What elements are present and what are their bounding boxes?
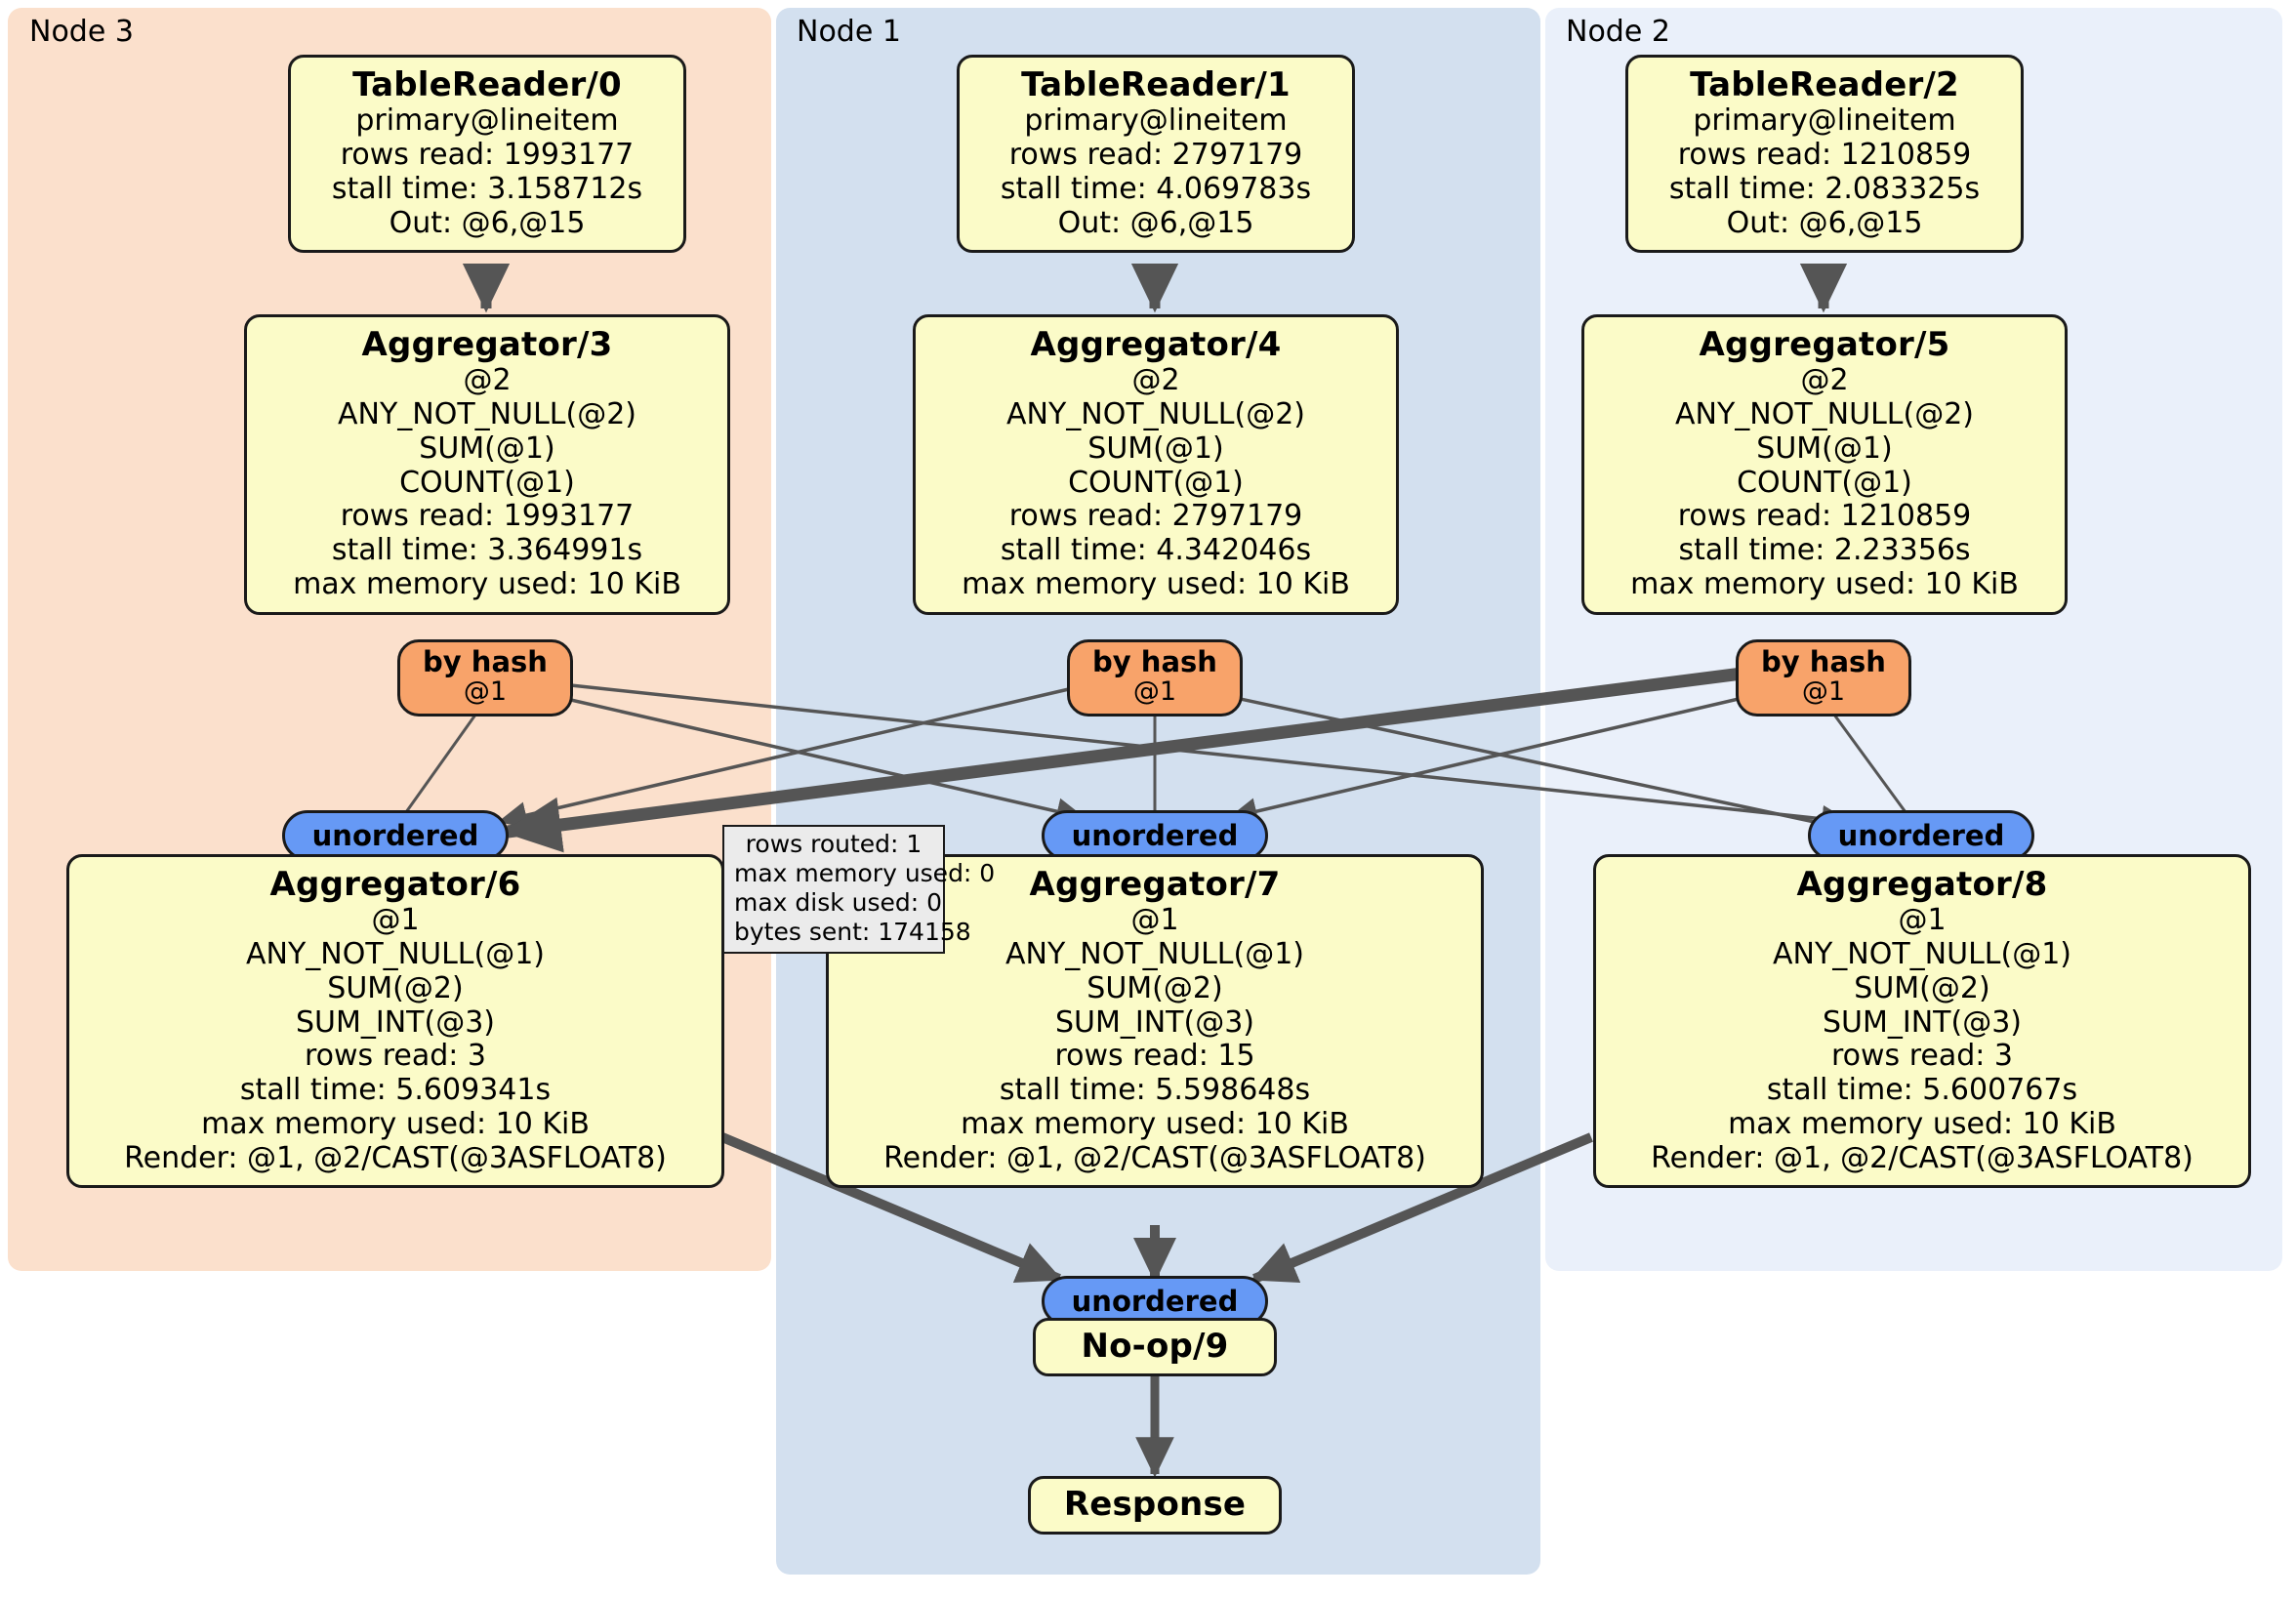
processor-detail-line: SUM_INT(@3): [1055, 1004, 1254, 1040]
processor-detail-line: rows read: 1210859: [1677, 137, 1972, 172]
processor-title: Aggregator/7: [1029, 865, 1281, 904]
processor-detail-line: rows read: 1993177: [340, 499, 635, 534]
processor-noop-9[interactable]: No-op/9: [1033, 1318, 1277, 1377]
processor-detail-line: stall time: 5.600767s: [1766, 1073, 2078, 1108]
processor-detail-line: SUM(@1): [1087, 430, 1224, 466]
processor-detail-line: max memory used: 10 KiB: [1728, 1106, 2116, 1141]
processor-detail-line: SUM_INT(@3): [1823, 1004, 2022, 1040]
processor-aggregator-8[interactable]: Aggregator/8 @1 ANY_NOT_NULL(@1) SUM(@2)…: [1593, 854, 2251, 1189]
processor-detail-line: @2: [463, 363, 512, 398]
processor-detail-line: rows read: 2797179: [1008, 137, 1303, 172]
processor-detail-line: @2: [1131, 363, 1180, 398]
processor-detail-line: max memory used: 10 KiB: [1630, 566, 2019, 601]
processor-detail-line: SUM(@1): [1756, 430, 1893, 466]
processor-detail-line: stall time: 2.23356s: [1678, 533, 1971, 568]
processor-detail-line: stall time: 5.598648s: [999, 1073, 1311, 1108]
processor-aggregator-3[interactable]: Aggregator/3 @2 ANY_NOT_NULL(@2) SUM(@1)…: [244, 314, 730, 615]
processor-detail-line: SUM_INT(@3): [296, 1004, 495, 1040]
processor-detail-line: stall time: 3.158712s: [331, 171, 643, 206]
cluster-label-node-3: Node 3: [29, 15, 134, 49]
processor-detail-line: Render: @1, @2/CAST(@3ASFLOAT8): [883, 1140, 1426, 1175]
router-detail: @1: [1801, 676, 1846, 708]
processor-title: Aggregator/6: [269, 865, 521, 904]
processor-detail-line: ANY_NOT_NULL(@1): [1005, 936, 1304, 971]
processor-detail-line: Out: @6,@15: [1057, 205, 1254, 240]
processor-detail-line: rows read: 1210859: [1677, 499, 1972, 534]
processor-detail-line: stall time: 4.342046s: [1000, 533, 1312, 568]
sync-unordered-node-2[interactable]: unordered: [1808, 810, 2034, 861]
processor-detail-line: stall time: 5.609341s: [239, 1073, 552, 1108]
stat-line: bytes sent: 174158: [734, 918, 971, 946]
processor-title: Aggregator/8: [1796, 865, 2048, 904]
processor-title: Aggregator/4: [1030, 325, 1282, 364]
cluster-label-node-2: Node 2: [1566, 15, 1670, 49]
processor-detail-line: SUM(@2): [1854, 970, 1990, 1005]
cluster-label-node-1: Node 1: [797, 15, 901, 49]
processor-detail-line: SUM(@1): [419, 430, 555, 466]
processor-detail-line: @1: [1130, 903, 1179, 938]
stat-line: max memory used: 0: [734, 859, 996, 887]
processor-detail-line: ANY_NOT_NULL(@2): [1006, 396, 1305, 431]
processor-detail-line: stall time: 2.083325s: [1668, 171, 1981, 206]
processor-title: No-op/9: [1081, 1327, 1229, 1366]
router-by-hash-node-3[interactable]: by hash @1: [397, 639, 573, 717]
processor-tablereader-2[interactable]: TableReader/2 primary@lineitem rows read…: [1625, 55, 2024, 254]
stat-line: max disk used: 0: [734, 888, 943, 917]
processor-aggregator-5[interactable]: Aggregator/5 @2 ANY_NOT_NULL(@2) SUM(@1)…: [1581, 314, 2068, 615]
processor-aggregator-4[interactable]: Aggregator/4 @2 ANY_NOT_NULL(@2) SUM(@1)…: [913, 314, 1399, 615]
processor-title: TableReader/1: [1021, 65, 1291, 104]
router-by-hash-node-1[interactable]: by hash @1: [1067, 639, 1243, 717]
processor-detail-line: @1: [371, 903, 420, 938]
processor-detail-line: Out: @6,@15: [389, 205, 586, 240]
processor-detail-line: Render: @1, @2/CAST(@3ASFLOAT8): [124, 1140, 667, 1175]
processor-detail-line: @1: [1898, 903, 1947, 938]
processor-detail-line: max memory used: 10 KiB: [962, 566, 1350, 601]
processor-detail-line: rows read: 3: [304, 1039, 487, 1074]
processor-aggregator-7[interactable]: Aggregator/7 @1 ANY_NOT_NULL(@1) SUM(@2)…: [826, 854, 1484, 1189]
processor-detail-line: Out: @6,@15: [1726, 205, 1923, 240]
processor-detail-line: ANY_NOT_NULL(@1): [1773, 936, 2071, 971]
router-by-hash-node-2[interactable]: by hash @1: [1736, 639, 1911, 717]
processor-detail-line: COUNT(@1): [399, 465, 575, 500]
processor-detail-line: ANY_NOT_NULL(@2): [1675, 396, 1974, 431]
processor-detail-line: primary@lineitem: [355, 103, 619, 139]
processor-detail-line: COUNT(@1): [1737, 465, 1912, 500]
processor-detail-line: max memory used: 10 KiB: [961, 1106, 1349, 1141]
processor-response[interactable]: Response: [1028, 1476, 1282, 1536]
processor-title: TableReader/0: [352, 65, 622, 104]
processor-detail-line: rows read: 1993177: [340, 137, 635, 172]
processor-detail-line: @2: [1800, 363, 1849, 398]
processor-detail-line: ANY_NOT_NULL(@2): [338, 396, 636, 431]
processor-title: TableReader/2: [1690, 65, 1959, 104]
processor-detail-line: max memory used: 10 KiB: [201, 1106, 590, 1141]
router-detail: @1: [463, 676, 508, 708]
processor-title: Aggregator/3: [361, 325, 613, 364]
processor-detail-line: max memory used: 10 KiB: [293, 566, 681, 601]
processor-detail-line: rows read: 15: [1054, 1039, 1255, 1074]
sync-unordered-node-1[interactable]: unordered: [1042, 810, 1268, 861]
router-title: by hash: [423, 645, 548, 678]
processor-aggregator-6[interactable]: Aggregator/6 @1 ANY_NOT_NULL(@1) SUM(@2)…: [66, 854, 724, 1189]
edge-stats-tooltip: rows routed: 1 max memory used: 0 max di…: [722, 825, 996, 954]
processor-detail-line: stall time: 3.364991s: [331, 533, 643, 568]
processor-tablereader-1[interactable]: TableReader/1 primary@lineitem rows read…: [957, 55, 1355, 254]
processor-detail-line: primary@lineitem: [1693, 103, 1956, 139]
processor-detail-line: primary@lineitem: [1024, 103, 1288, 139]
processor-detail-line: SUM(@2): [1086, 970, 1223, 1005]
stat-line: rows routed: 1: [745, 830, 922, 858]
processor-detail-line: rows read: 3: [1830, 1039, 2014, 1074]
processor-detail-line: rows read: 2797179: [1008, 499, 1303, 534]
processor-detail-line: Render: @1, @2/CAST(@3ASFLOAT8): [1651, 1140, 2194, 1175]
processor-title: Response: [1063, 1485, 1247, 1524]
processor-detail-line: SUM(@2): [327, 970, 464, 1005]
router-title: by hash: [1092, 645, 1217, 678]
processor-title: Aggregator/5: [1699, 325, 1950, 364]
processor-tablereader-0[interactable]: TableReader/0 primary@lineitem rows read…: [288, 55, 686, 254]
processor-detail-line: COUNT(@1): [1068, 465, 1244, 500]
processor-detail-line: stall time: 4.069783s: [1000, 171, 1312, 206]
router-title: by hash: [1761, 645, 1886, 678]
router-detail: @1: [1132, 676, 1177, 708]
processor-detail-line: ANY_NOT_NULL(@1): [246, 936, 545, 971]
